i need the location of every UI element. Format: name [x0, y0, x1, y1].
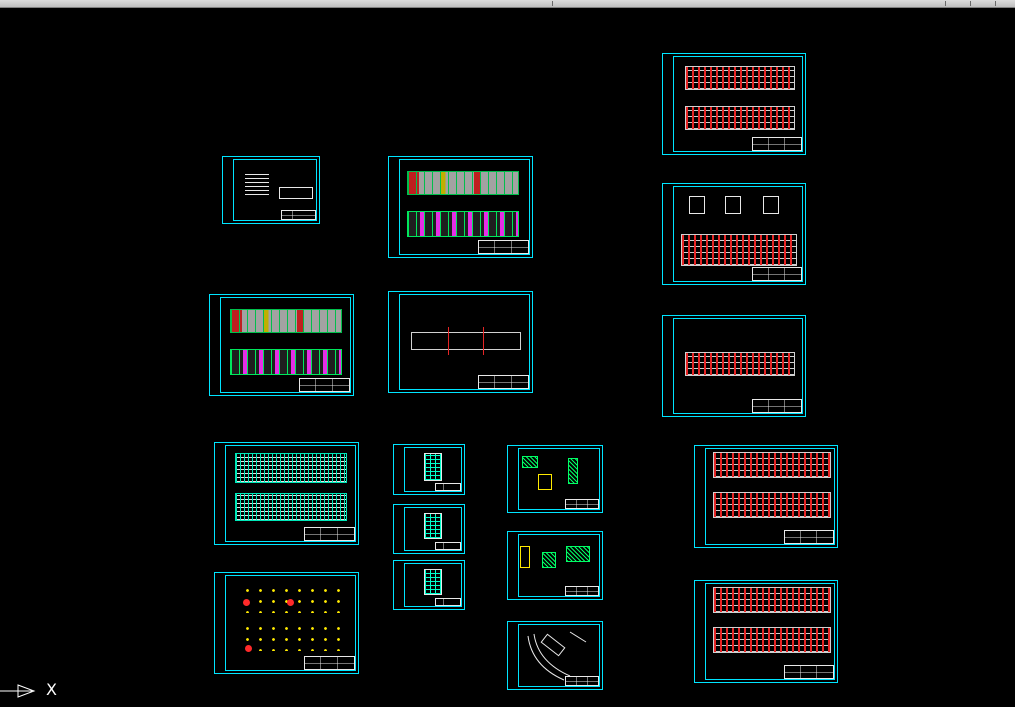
detail-node	[520, 546, 530, 568]
sheet-inner-border	[233, 159, 317, 221]
detail-node	[538, 474, 552, 490]
sheet-inner-border	[399, 159, 530, 255]
title-bar-control[interactable]	[970, 1, 971, 6]
title-block	[478, 375, 529, 389]
title-block	[435, 542, 461, 550]
sheet-inner-border	[399, 294, 530, 390]
drawing-sheet-roof[interactable]	[388, 291, 533, 393]
drawing-sheet-cover[interactable]	[222, 156, 320, 224]
floor-plan-upper	[230, 309, 342, 333]
drawing-sheet-detail-2[interactable]	[507, 531, 603, 600]
sheet-inner-border	[518, 624, 600, 687]
sheet-inner-border	[518, 534, 600, 597]
sheet-inner-border	[404, 563, 462, 607]
title-block	[435, 598, 461, 606]
site-plan	[527, 631, 587, 681]
window-title-bar	[0, 0, 1015, 8]
cad-model-space[interactable]	[0, 8, 1015, 707]
column-section	[725, 196, 741, 214]
column-marks-lower	[241, 623, 345, 651]
drawing-sheet-column-grid[interactable]	[214, 572, 359, 674]
structural-plan	[685, 352, 795, 376]
title-block	[281, 210, 316, 220]
drawing-sheet-structure-1[interactable]	[662, 53, 806, 155]
drawing-sheet-plan-2[interactable]	[209, 294, 354, 396]
reinforcement-plan-lower	[713, 627, 831, 653]
building-section	[424, 513, 442, 539]
sheet-inner-border	[404, 447, 462, 492]
drawing-sheet-structure-5[interactable]	[694, 580, 838, 683]
title-bar-control[interactable]	[995, 1, 996, 6]
title-block	[304, 656, 355, 670]
sheet-inner-border	[673, 186, 803, 282]
drawing-sheet-detail-1[interactable]	[507, 445, 603, 513]
title-block	[751, 267, 802, 281]
sheet-inner-border	[225, 445, 356, 542]
column-highlight	[245, 645, 252, 652]
title-bar-control[interactable]	[945, 1, 946, 6]
sheet-inner-border	[673, 318, 803, 414]
detail-node	[566, 546, 590, 562]
column-highlight	[287, 599, 294, 606]
column-layout-plan	[681, 234, 797, 266]
structural-plan-lower	[685, 106, 795, 130]
roof-outline	[411, 327, 521, 355]
floor-plan-upper	[407, 171, 519, 195]
sheet-inner-border	[705, 583, 835, 680]
drawing-sheet-section-1[interactable]	[393, 444, 465, 495]
column-highlight	[243, 599, 250, 606]
title-block	[565, 675, 599, 686]
drawing-sheet-elevation[interactable]	[214, 442, 359, 545]
drawing-sheet-structure-4[interactable]	[694, 445, 838, 548]
sheet-inner-border	[225, 575, 356, 671]
floor-plan-lower	[407, 211, 519, 237]
reinforcement-plan-upper	[713, 587, 831, 613]
front-elevation	[235, 453, 347, 483]
title-block	[478, 240, 529, 254]
building-section	[424, 453, 442, 481]
title-block	[751, 137, 802, 151]
sheet-inner-border	[220, 297, 351, 393]
drawing-sheet-section-3[interactable]	[393, 560, 465, 610]
drawing-sheet-plan-1[interactable]	[388, 156, 533, 258]
drawing-sheet-structure-2[interactable]	[662, 183, 806, 285]
column-marks-upper	[241, 585, 345, 613]
rear-elevation	[235, 493, 347, 521]
detail-node	[568, 458, 578, 484]
detail-node	[522, 456, 538, 468]
title-block	[435, 483, 461, 491]
ucs-axis-label: X	[46, 680, 57, 699]
title-block	[304, 526, 355, 541]
reinforcement-plan-upper	[713, 452, 831, 478]
title-bar-control[interactable]	[552, 1, 553, 6]
title-block	[299, 378, 350, 392]
sheet-inner-border	[705, 448, 835, 545]
column-section	[763, 196, 779, 214]
drawing-sheet-structure-3[interactable]	[662, 315, 806, 417]
title-block	[751, 399, 802, 413]
title-block	[783, 664, 834, 679]
sheet-inner-border	[518, 448, 600, 510]
floor-plan-lower	[230, 349, 342, 375]
drawing-sheet-section-2[interactable]	[393, 504, 465, 554]
notes-text	[245, 173, 269, 195]
structural-plan-upper	[685, 66, 795, 90]
title-block	[565, 499, 599, 509]
sheet-inner-border	[673, 56, 803, 152]
title-block	[783, 529, 834, 544]
ucs-arrow-icon	[0, 684, 36, 698]
notes-box	[279, 187, 313, 199]
drawing-sheet-site[interactable]	[507, 621, 603, 690]
column-section	[689, 196, 705, 214]
sheet-inner-border	[404, 507, 462, 551]
reinforcement-plan-lower	[713, 492, 831, 518]
building-section	[424, 569, 442, 595]
detail-node	[542, 552, 556, 568]
title-block	[565, 585, 599, 596]
